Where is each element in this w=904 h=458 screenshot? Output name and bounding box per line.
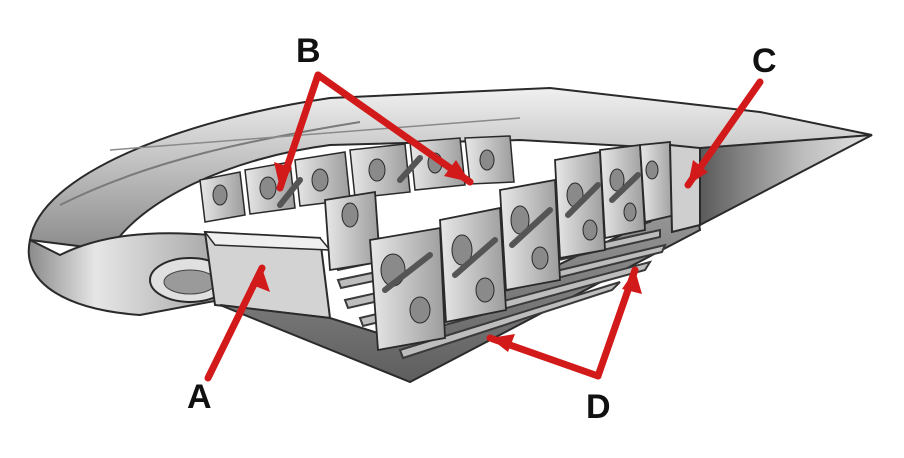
label-a: A bbox=[187, 380, 212, 414]
rib-3 bbox=[440, 208, 506, 322]
label-b: B bbox=[296, 34, 321, 68]
rib-2 bbox=[370, 228, 445, 350]
label-d: D bbox=[586, 390, 611, 424]
label-c: C bbox=[752, 44, 777, 78]
rear-spar bbox=[670, 145, 700, 232]
rib-4 bbox=[500, 180, 560, 290]
trailing-edge bbox=[700, 135, 872, 225]
